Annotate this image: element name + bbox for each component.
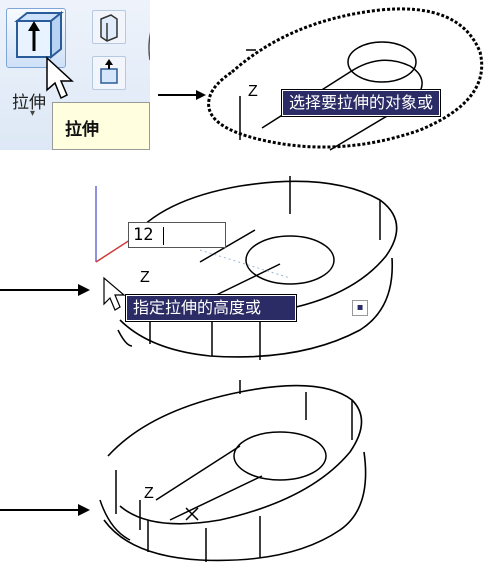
ribbon-panel: 拉伸 ▾ 拉伸 <box>0 0 150 150</box>
step1-command-prompt: 选择要拉伸的对象或 <box>280 89 442 117</box>
svg-text:Z: Z <box>140 269 150 286</box>
hole-circle <box>347 41 417 83</box>
svg-text:Z: Z <box>144 485 154 502</box>
prompt-options-button[interactable]: ▪ <box>352 300 368 316</box>
dynamic-input-field[interactable]: 12 <box>128 222 226 248</box>
step2-command-prompt: 指定拉伸的高度或 <box>124 294 298 322</box>
text-caret <box>163 227 164 245</box>
selected-profile-outline <box>207 7 484 149</box>
extrude-tooltip: 拉伸 <box>52 102 150 150</box>
revolve-button[interactable] <box>92 56 126 90</box>
dynamic-input-value: 12 <box>133 225 154 245</box>
hole-circle <box>245 235 335 285</box>
ucs-z-label: Z <box>248 83 258 100</box>
mouse-cursor-icon <box>103 276 126 311</box>
extrude-dropdown-arrow[interactable]: ▾ <box>30 108 36 119</box>
presspull-icon <box>100 14 118 42</box>
tooltip-title: 拉伸 <box>65 120 99 140</box>
extrude-button-label[interactable]: 拉伸 <box>12 93 46 113</box>
revolve-icon <box>100 59 118 84</box>
mouse-cursor-icon <box>46 56 74 100</box>
extrude-button[interactable] <box>6 8 66 68</box>
extrude-icon <box>14 10 64 60</box>
presspull-button[interactable] <box>92 10 126 44</box>
ribbon-edge-fragment <box>148 32 150 61</box>
hole-circle <box>233 431 327 481</box>
